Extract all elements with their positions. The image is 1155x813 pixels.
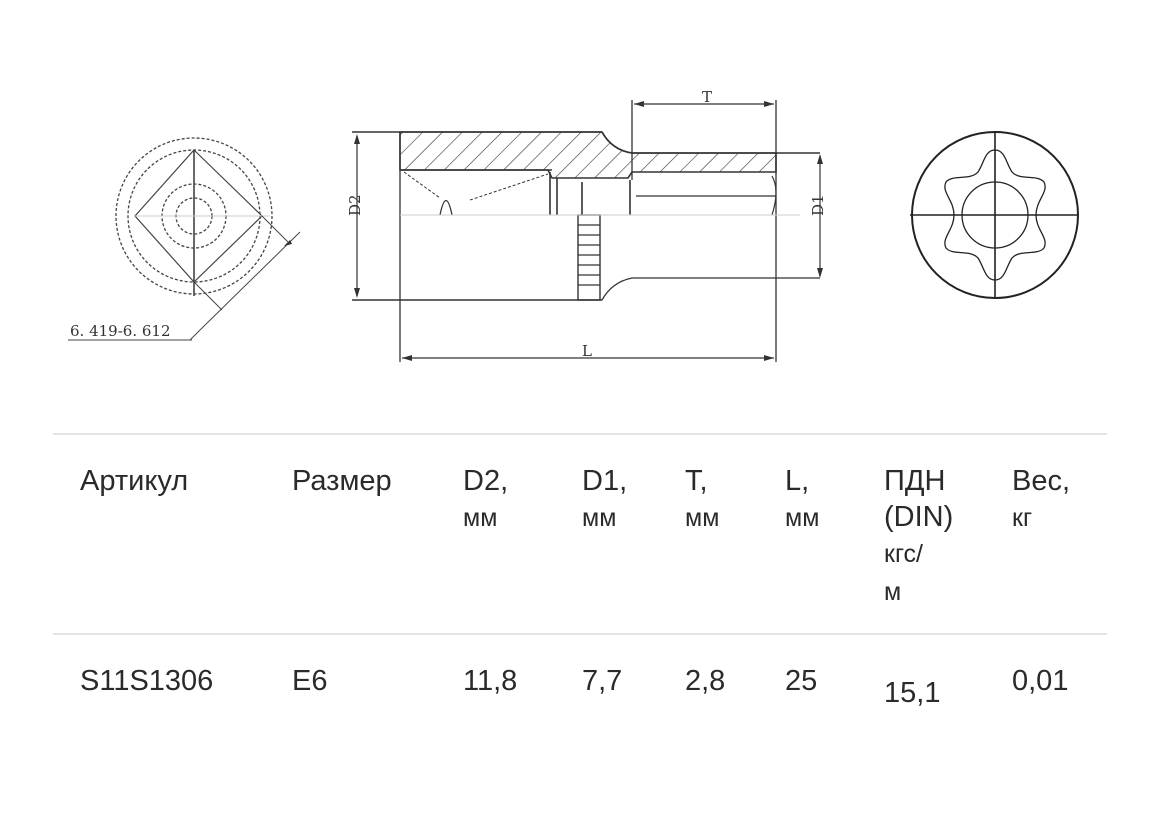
header-weight: Вес, кг bbox=[1012, 463, 1070, 537]
header-article: Артикул bbox=[80, 463, 188, 499]
square-drive-end-view bbox=[68, 137, 301, 341]
tolerance-label: 6. 419-6. 612 bbox=[70, 322, 171, 340]
header-line: D2, bbox=[463, 465, 509, 497]
socket-side-section-view bbox=[352, 100, 823, 362]
dim-label-D2: D2 bbox=[346, 194, 364, 216]
header-t: T, мм bbox=[685, 463, 719, 537]
header-line: ПДН bbox=[884, 465, 946, 497]
header-unit: мм bbox=[582, 504, 617, 532]
header-line: Размер bbox=[292, 465, 392, 497]
table-header-divider bbox=[53, 633, 1107, 635]
cell-l: 25 bbox=[785, 665, 818, 697]
header-line: T, bbox=[685, 465, 708, 497]
header-line: Артикул bbox=[80, 465, 189, 497]
cell-article: S11S1306 bbox=[80, 665, 214, 697]
cell-d2: 11,8 bbox=[463, 665, 518, 697]
cell-size: E6 bbox=[292, 665, 328, 697]
header-l: L, мм bbox=[785, 463, 819, 537]
header-unit: мм bbox=[685, 504, 720, 532]
header-line: (DIN) bbox=[884, 501, 954, 533]
header-size: Размер bbox=[292, 463, 392, 499]
torx-end-view bbox=[910, 131, 1079, 299]
cell-d1: 7,7 bbox=[582, 665, 623, 697]
header-unit: кг bbox=[1012, 504, 1033, 532]
header-d1: D1, мм bbox=[582, 463, 627, 537]
dim-label-L: L bbox=[582, 342, 592, 360]
header-unit: кгс/ bbox=[884, 540, 923, 568]
technical-drawing: 6. 419-6. 612 bbox=[0, 0, 1155, 400]
header-line: D1, bbox=[582, 465, 628, 497]
dim-label-T: T bbox=[702, 88, 712, 106]
header-d2: D2, мм bbox=[463, 463, 508, 537]
drawing-canvas: 6. 419-6. 612 bbox=[68, 88, 1079, 362]
header-torque-din: ПДН (DIN) кгс/ м bbox=[884, 463, 953, 611]
header-unit: мм bbox=[463, 504, 498, 532]
header-line: Вес, bbox=[1012, 465, 1071, 497]
header-unit: м bbox=[884, 578, 902, 606]
table-top-divider bbox=[53, 433, 1107, 435]
dim-label-D1: D1 bbox=[809, 194, 827, 216]
cell-weight: 0,01 bbox=[1012, 665, 1069, 697]
cell-t: 2,8 bbox=[685, 665, 726, 697]
header-unit: мм bbox=[785, 504, 820, 532]
header-line: L, bbox=[785, 465, 810, 497]
cell-torque-din: 15,1 bbox=[884, 677, 941, 709]
